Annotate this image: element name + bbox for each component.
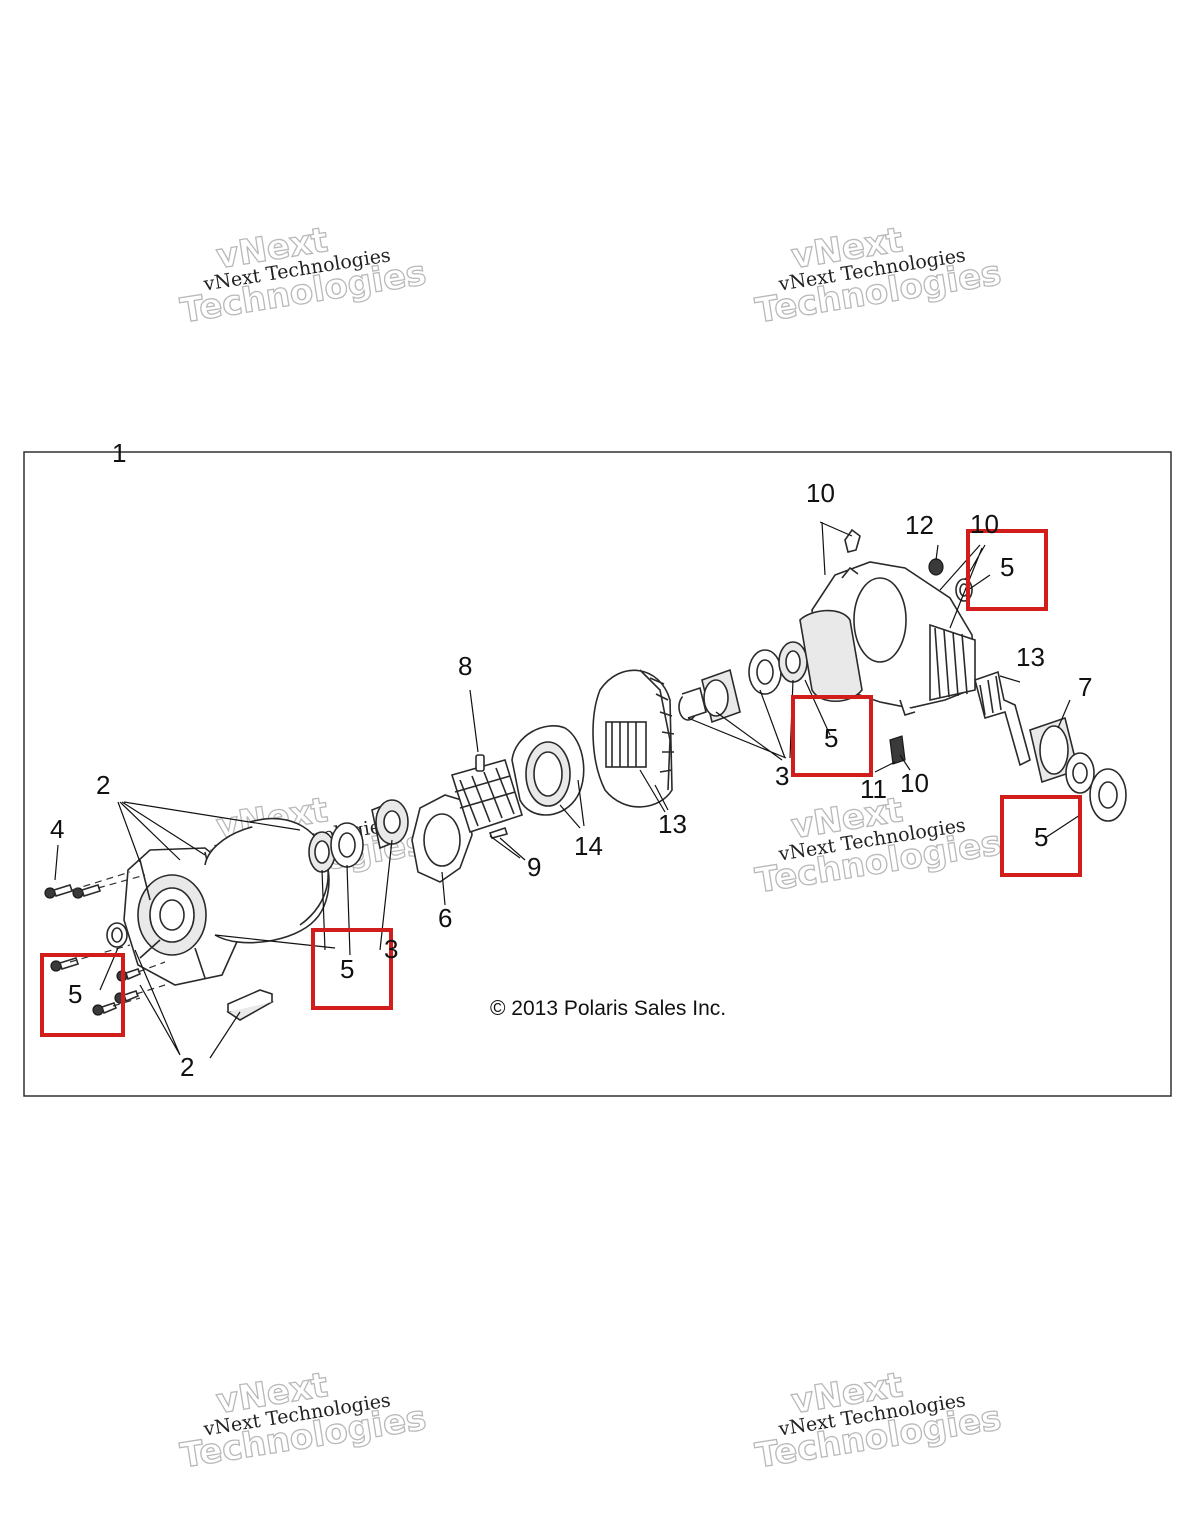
callout-1: 1: [112, 438, 126, 468]
callout-3: 3: [775, 761, 789, 791]
callout-5: 5: [68, 979, 82, 1009]
callout-5: 5: [340, 954, 354, 984]
roll-cage: [450, 759, 523, 834]
callout-12: 12: [905, 510, 934, 540]
callout-11: 11: [860, 774, 887, 804]
diagram-frame: [23, 451, 1172, 1097]
ring-gear: [592, 669, 675, 808]
bolts-left: [44, 884, 142, 1016]
pinion-gear-13: [974, 670, 1031, 767]
pin-8: [475, 754, 485, 772]
coil-ring: [511, 725, 585, 816]
callout-3: 3: [384, 934, 398, 964]
callout-7: 7: [1078, 672, 1092, 702]
watermark-top-right: vNext Technologies vNext Technologies: [752, 219, 1004, 332]
seal-5-right: [1065, 752, 1095, 794]
callout-4: 4: [50, 814, 64, 844]
pin-9: [488, 826, 509, 839]
leader-lines: [54, 521, 1081, 1059]
callout-10: 10: [806, 478, 835, 508]
callout-10: 10: [970, 509, 999, 539]
watermark-top-left: vNext Technologies vNext Technologies: [177, 219, 429, 332]
shim-left: [330, 822, 364, 868]
bearing-3: [701, 668, 741, 724]
washer-5-right: [1089, 768, 1127, 822]
callout-13: 13: [1016, 642, 1045, 672]
armature-plate: [411, 794, 473, 883]
callout-5: 5: [1034, 822, 1048, 852]
callout-6: 6: [438, 903, 452, 933]
bearing-7: [1029, 716, 1079, 784]
watermark-bottom-right: vNext Technologies vNext Technologies: [752, 1364, 1004, 1477]
bearing-race-left: [371, 799, 409, 850]
highlight-box-5-mid: [791, 695, 873, 777]
watermark-bottom-left: vNext Technologies vNext Technologies: [177, 1364, 429, 1477]
highlight-box-5-bottom-right: [1000, 795, 1082, 877]
cover-gasket-ring: [204, 817, 330, 944]
copyright-text: © 2013 Polaris Sales Inc.: [490, 997, 726, 1020]
bushing-3: [678, 686, 707, 721]
callout-2: 2: [180, 1052, 194, 1082]
callout-14: 14: [574, 831, 603, 861]
fill-plug-12: [928, 558, 944, 576]
bearing-5-right: [778, 641, 808, 683]
seal-ring-left: [106, 922, 128, 948]
callout-9: 9: [527, 852, 541, 882]
callout-5: 5: [824, 723, 838, 753]
highlight-box-5-top-right: [966, 529, 1048, 611]
highlight-box-5-center: [311, 928, 393, 1010]
main-gearcase-housing: [799, 561, 976, 716]
callout-13: 13: [658, 809, 687, 839]
highlight-box-5-left: [40, 953, 125, 1037]
callout-8: 8: [458, 651, 472, 681]
callout-10: 10: [900, 768, 929, 798]
callout-2: 2: [96, 770, 110, 800]
sensor-connector: [226, 989, 274, 1021]
callout-5: 5: [1000, 552, 1014, 582]
bolt-dash-lines: [69, 871, 166, 1007]
shim-3: [748, 649, 782, 695]
vent-fitting-10: [844, 528, 861, 553]
